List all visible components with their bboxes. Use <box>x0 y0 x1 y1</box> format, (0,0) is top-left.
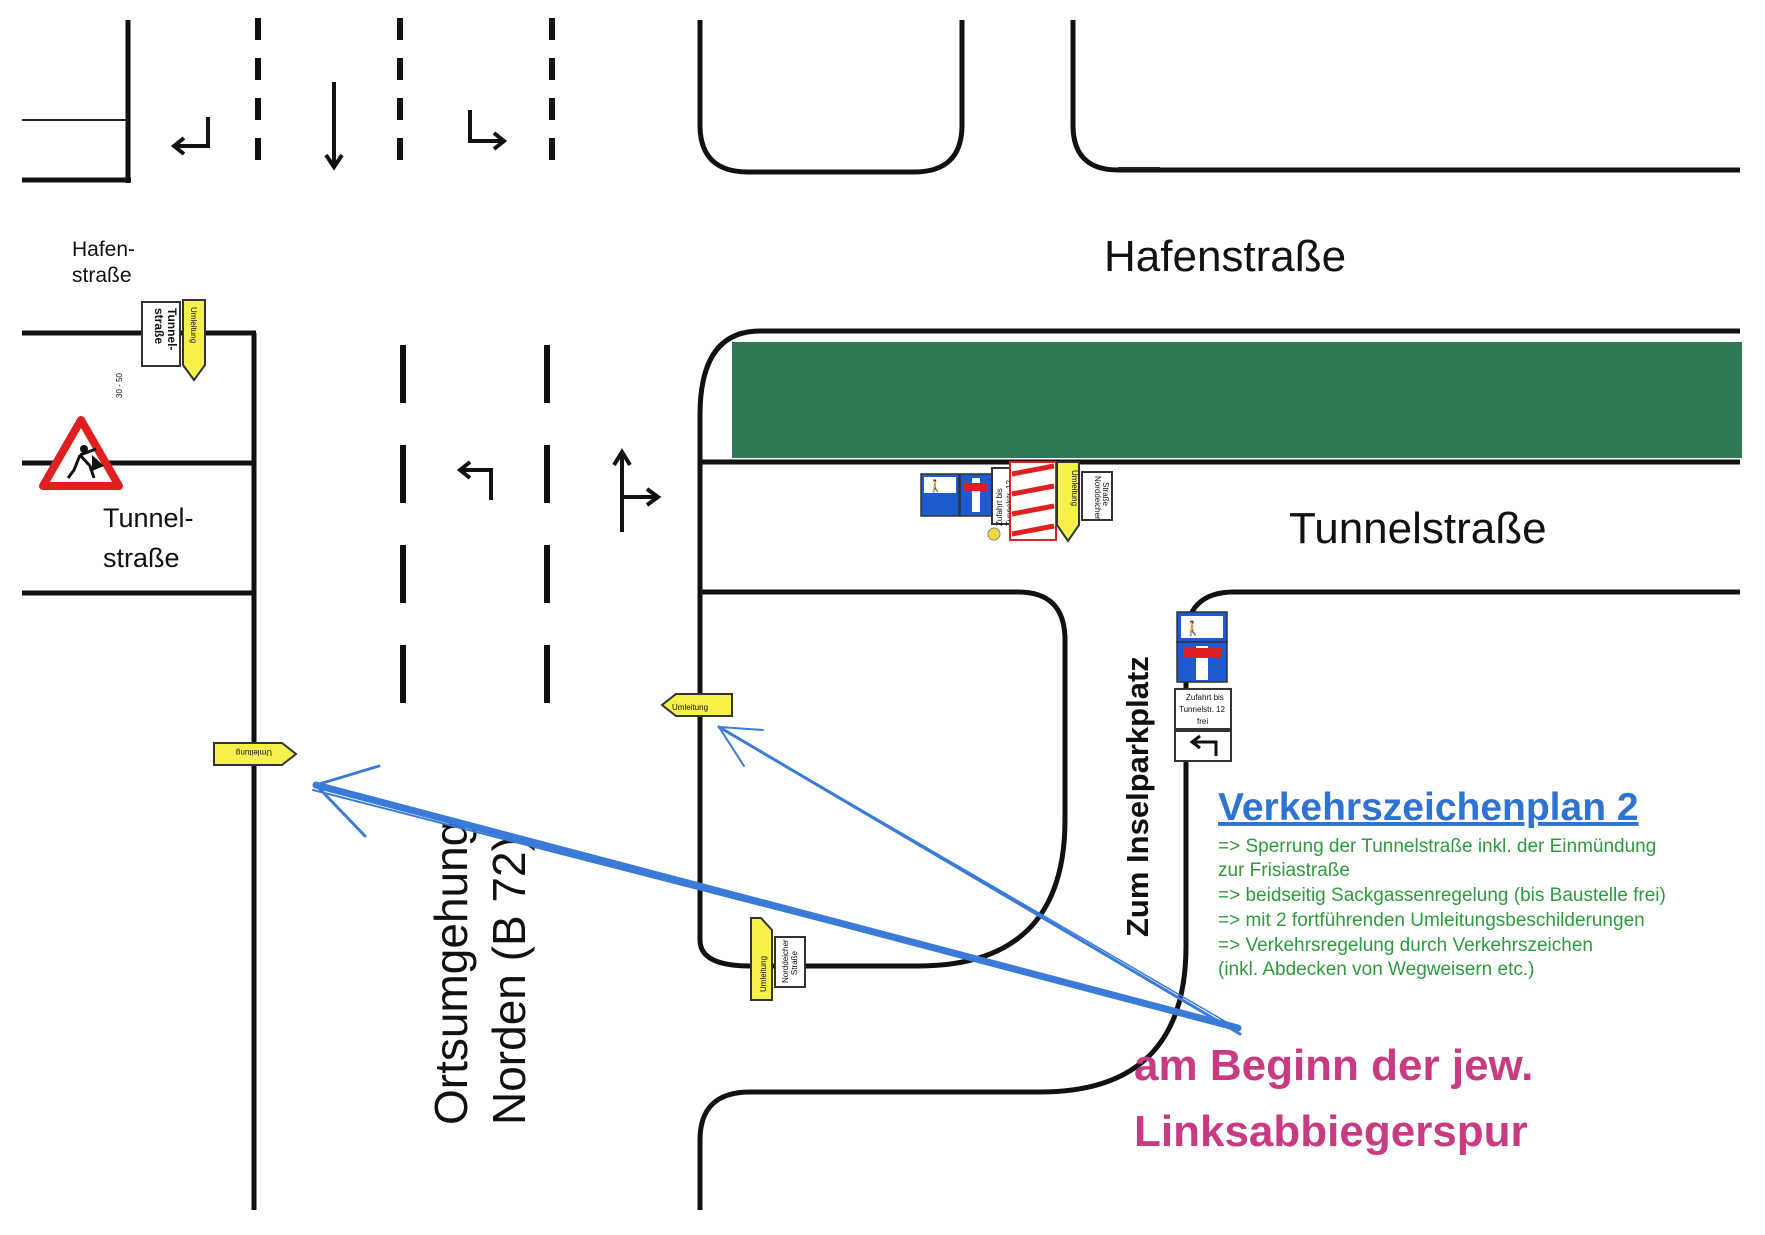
plan-item-5: => Verkehrsregelung durch Verkehrszeiche… <box>1218 935 1593 956</box>
sign-dead-end-bike-pedestrian-closure: 🚶 <box>920 473 993 517</box>
svg-text:frei: frei <box>1197 717 1208 726</box>
plan-title: Verkehrszeichenplan 2 <box>1218 786 1639 829</box>
lane-dividers-top <box>255 18 555 178</box>
sign-umleitung-lower: Umleitung <box>750 917 773 1001</box>
svg-text:🚶: 🚶 <box>928 479 943 493</box>
plan-item-3: => beidseitig Sackgassenregelung (bis Ba… <box>1218 885 1666 906</box>
svg-text:Tunnel-: Tunnel- <box>165 308 179 350</box>
label-hafenstrasse-left-1: Hafen- <box>72 238 135 261</box>
svg-text:🚶: 🚶 <box>1184 620 1201 637</box>
lane-arrow-left-turn-middle <box>456 460 493 500</box>
lane-dividers-middle <box>400 345 550 740</box>
sign-umleitung-left-road: Umleitung <box>213 742 298 766</box>
svg-text:Umleitung: Umleitung <box>189 307 198 343</box>
sign-umleitung-top-left: Umleitung <box>182 299 206 382</box>
road-edges-left <box>22 330 257 1210</box>
plan-item-4: => mit 2 fortführenden Umleitungsbeschil… <box>1218 910 1645 931</box>
sign-dead-end <box>1176 641 1228 683</box>
label-ortsumgehung-1: Ortsumgehung <box>425 821 477 1125</box>
label-tunnelstrasse-left-1: Tunnel- <box>103 503 194 533</box>
road-edges-top-right <box>697 20 1740 175</box>
sign-left-turn-arrow-icon <box>1174 730 1232 762</box>
sign-norddeicher-lower: Norddeicher Straße <box>774 936 806 988</box>
annotation-arrow-to-right-sign <box>717 725 1242 1036</box>
sign-zufahrt-plate: Zufahrt bis Tunnelstr. 12 frei <box>1174 688 1232 730</box>
sign-distance-plate: 30 - 50 <box>115 373 124 398</box>
svg-text:Norddeicher: Norddeicher <box>781 939 790 983</box>
road-edges-top-left <box>22 20 131 183</box>
green-area <box>732 342 1742 458</box>
annotation-line-2: Linksabbiegerspur <box>1134 1107 1528 1156</box>
lane-arrow-right-turn-top <box>468 110 508 151</box>
annotation-line-1: am Beginn der jew. <box>1134 1041 1533 1090</box>
svg-text:Straße: Straße <box>1101 482 1110 507</box>
plan-item-1: => Sperrung der Tunnelstraße inkl. der E… <box>1218 836 1656 857</box>
label-hafenstrasse-left-2: straße <box>72 264 132 287</box>
svg-text:Umleitung: Umleitung <box>759 956 768 992</box>
svg-text:Umleitung: Umleitung <box>1070 470 1079 506</box>
svg-text:Tunnelstr. 12: Tunnelstr. 12 <box>1179 705 1226 714</box>
plan-item-6: (inkl. Abdecken von Wegweisern etc.) <box>1218 959 1534 980</box>
svg-text:Zufahrt bis: Zufahrt bis <box>995 488 1004 526</box>
label-tunnelstrasse-left-2: straße <box>103 543 180 573</box>
plan-item-2: zur Frisiastraße <box>1218 860 1350 881</box>
svg-text:Zufahrt bis: Zufahrt bis <box>1186 693 1224 702</box>
lane-arrow-left-turn-top <box>170 117 210 156</box>
warning-light-icon <box>987 527 1001 541</box>
sign-umleitung-closure: Umleitung <box>1056 461 1080 543</box>
label-tunnelstrasse-main: Tunnelstraße <box>1289 504 1547 553</box>
plan-items: => Sperrung der Tunnelstraße inkl. der E… <box>1218 836 1666 980</box>
svg-text:Norddeicher: Norddeicher <box>1093 476 1102 520</box>
sign-tunnelstrasse-direction: Tunnel- straße <box>141 301 181 367</box>
lane-arrow-straight-top <box>324 82 344 171</box>
road-edges-right <box>697 328 1740 1210</box>
barrier-icon <box>1009 461 1057 541</box>
label-ortsumgehung-2: Norden (B 72) <box>483 836 535 1125</box>
lane-arrow-straight-right-middle <box>612 448 662 532</box>
sign-norddeicher-closure: Norddeicher Straße <box>1081 471 1113 521</box>
annotation-arrow-to-left-sign <box>312 764 1242 1032</box>
sign-umleitung-right-road: Umleitung <box>660 693 733 717</box>
svg-text:Umleitung: Umleitung <box>672 703 708 712</box>
roadworks-warning-sign-icon <box>39 416 123 490</box>
sign-bike-pedestrian-free: 🚶 <box>1176 611 1228 643</box>
label-hafenstrasse-main: Hafenstraße <box>1104 232 1346 281</box>
svg-text:Straße: Straße <box>790 950 799 975</box>
svg-text:Umleitung: Umleitung <box>236 748 272 757</box>
label-zum-inselparkplatz: Zum Inselparkplatz <box>1120 656 1155 937</box>
svg-text:straße: straße <box>152 308 166 344</box>
